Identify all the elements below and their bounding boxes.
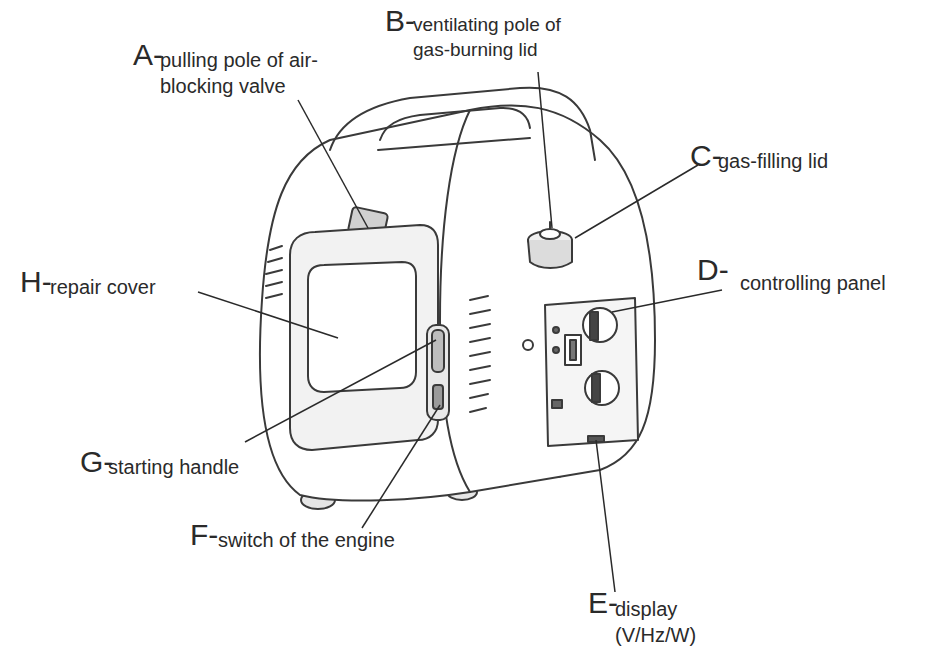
part-name: ventilating pole of gas-burning lid: [413, 13, 593, 62]
part-name: switch of the engine: [218, 527, 478, 553]
fuel-cap-vent: [549, 222, 551, 229]
leader-line: [198, 292, 338, 338]
socket: [585, 371, 619, 405]
indicator: [552, 400, 562, 408]
leader-line: [362, 405, 440, 528]
part-name: controlling panel: [740, 270, 930, 296]
leader-line: [245, 340, 436, 442]
callout-letter: B-: [385, 6, 415, 36]
handle-opening: [380, 108, 530, 140]
vent-slots: [266, 246, 282, 298]
repair-cover: [308, 262, 416, 392]
callout-letter: D-: [697, 255, 729, 285]
part-name: repair cover: [50, 274, 230, 300]
callout-letter: A-: [133, 40, 163, 70]
engine-switch: [433, 385, 443, 409]
fuel-cap-vent: [540, 229, 560, 239]
starting-handle: [432, 330, 444, 372]
indicator: [553, 347, 559, 353]
dc-outlet: [570, 340, 576, 360]
control-panel: [545, 298, 638, 446]
handle-opening: [378, 138, 530, 150]
vent-slots: [470, 296, 490, 412]
leader-line: [575, 165, 698, 238]
leader-line: [538, 72, 552, 228]
dc-outlet: [565, 335, 581, 365]
part-name: starting handle: [108, 454, 328, 480]
callout-letter: F-: [190, 520, 218, 550]
carry-handle: [330, 88, 595, 160]
body-seam: [440, 110, 470, 492]
screw: [523, 340, 533, 350]
indicator: [553, 327, 559, 333]
leader-line: [298, 100, 368, 228]
leader-line: [596, 440, 615, 592]
socket: [583, 308, 617, 342]
start-recess: [427, 325, 449, 420]
callout-letter: E-: [588, 588, 618, 618]
front-frame: [290, 225, 438, 450]
fuel-cap: [528, 240, 572, 268]
callout-letter: C-: [690, 141, 722, 171]
socket-cover: [592, 374, 600, 402]
part-name: pulling pole of air-blocking valve: [160, 47, 335, 99]
leader-lines: [198, 72, 722, 592]
socket-cover: [590, 312, 598, 340]
part-name: gas-filling lid: [718, 148, 898, 174]
callout-letter: H-: [20, 267, 52, 297]
part-name: display (V/Hz/W): [615, 596, 710, 648]
leader-line: [612, 290, 722, 312]
